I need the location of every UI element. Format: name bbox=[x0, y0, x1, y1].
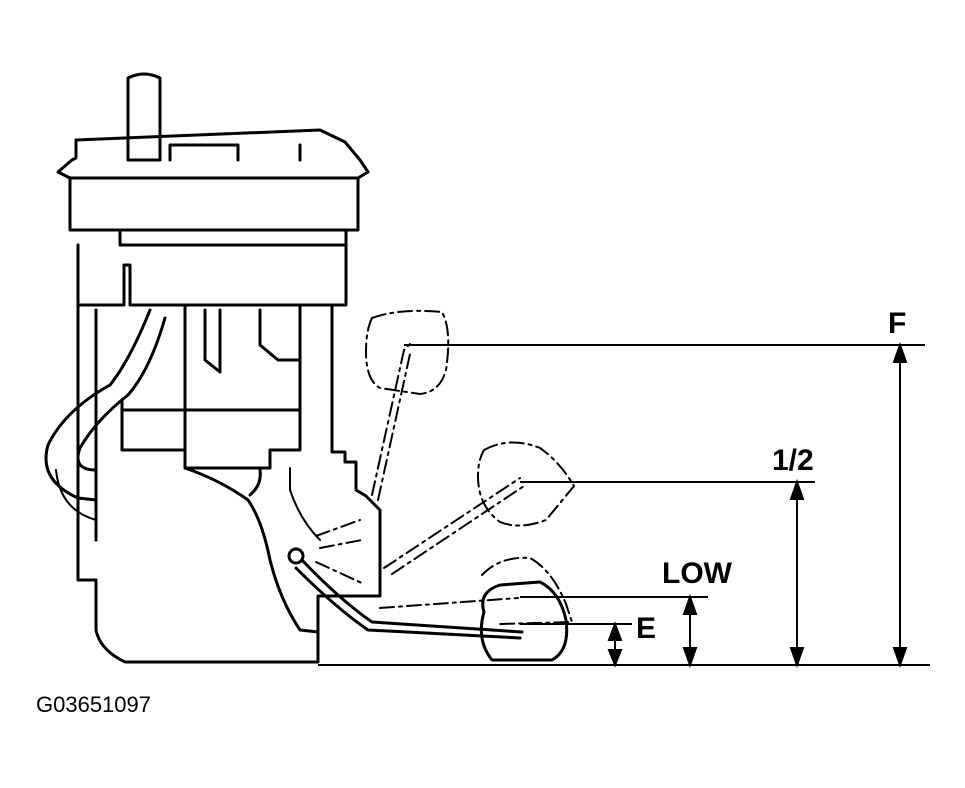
pump-module-body bbox=[76, 243, 382, 664]
empty-label: E bbox=[636, 612, 656, 645]
float-arm-full bbox=[365, 309, 450, 501]
low-label: LOW bbox=[662, 557, 733, 590]
half-label: 1/2 bbox=[772, 444, 814, 477]
float-arm-low bbox=[379, 556, 573, 625]
half-dimension-arrow bbox=[789, 478, 805, 669]
figure-code: G03651097 bbox=[36, 692, 151, 717]
float-arm-pivot bbox=[287, 547, 305, 565]
full-label: F bbox=[888, 307, 906, 340]
full-dimension-arrow bbox=[892, 341, 908, 669]
empty-dimension-arrow bbox=[607, 621, 623, 668]
pump-module-cap bbox=[56, 72, 370, 247]
low-dimension-arrow bbox=[682, 593, 698, 669]
float-arm-inner-links bbox=[315, 519, 365, 585]
float-arm-empty bbox=[294, 558, 569, 662]
float-arm-half bbox=[383, 441, 575, 575]
fuel-hose bbox=[44, 308, 167, 521]
